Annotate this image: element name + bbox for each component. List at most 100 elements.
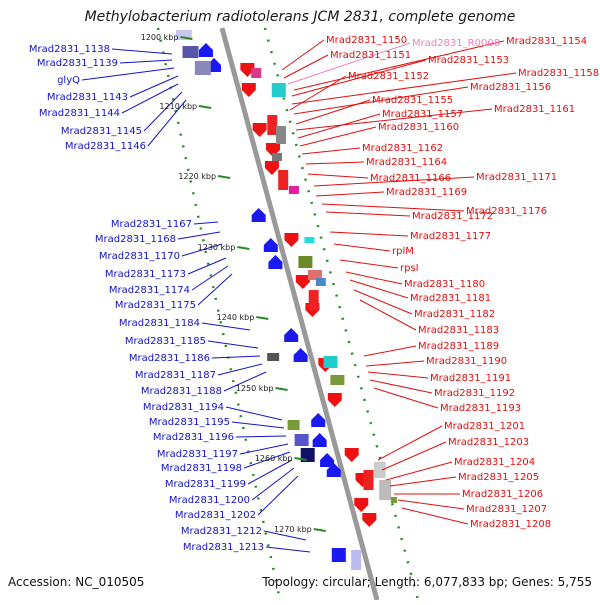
gene-label-mrad2831-1168[interactable]: Mrad2831_1168 [95, 234, 176, 245]
gene-label-mrad2831-1198[interactable]: Mrad2831_1198 [161, 463, 242, 474]
gene-label-mrad2831-1207[interactable]: Mrad2831_1207 [466, 504, 547, 515]
gene-label-mrad2831-1200[interactable]: Mrad2831_1200 [169, 495, 250, 506]
gene-label-mrad2831-1193[interactable]: Mrad2831_1193 [440, 403, 521, 414]
gene-label-mrad2831-1184[interactable]: Mrad2831_1184 [119, 318, 200, 329]
gene-label-mrad2831-1199[interactable]: Mrad2831_1199 [165, 479, 246, 490]
kbp-label: 1220 kbp [178, 172, 216, 181]
gene-label-mrad2831-1212[interactable]: Mrad2831_1212 [181, 526, 262, 537]
gene-label-mrad2831-1176[interactable]: Mrad2831_1176 [466, 206, 547, 217]
gene-label-mrad2831-1189[interactable]: Mrad2831_1189 [418, 341, 499, 352]
gene-label-mrad2831-1202[interactable]: Mrad2831_1202 [175, 510, 256, 521]
gene-label-mrad2831-1145[interactable]: Mrad2831_1145 [61, 126, 142, 137]
gene-label-rplm[interactable]: rplM [392, 246, 414, 257]
gene-label-mrad2831-1173[interactable]: Mrad2831_1173 [105, 269, 186, 280]
gene-label-mrad2831-1152[interactable]: Mrad2831_1152 [348, 71, 429, 82]
gene-label-glyq[interactable]: glyQ [57, 75, 80, 86]
gene-label-mrad2831-1169[interactable]: Mrad2831_1169 [386, 187, 467, 198]
gene-label-mrad2831-1157[interactable]: Mrad2831_1157 [382, 109, 463, 120]
gene-label-mrad2831-1160[interactable]: Mrad2831_1160 [378, 122, 459, 133]
gene-label-mrad2831-1205[interactable]: Mrad2831_1205 [458, 472, 539, 483]
gene-label-mrad2831-1204[interactable]: Mrad2831_1204 [454, 457, 535, 468]
feature-block [288, 186, 299, 194]
label-leader-line [191, 265, 229, 291]
label-leader-line [287, 42, 411, 85]
gene-label-mrad2831-1194[interactable]: Mrad2831_1194 [143, 402, 224, 413]
genome-backbone [219, 27, 380, 601]
gene-label-mrad2831-1151[interactable]: Mrad2831_1151 [330, 50, 411, 61]
gene-label-mrad2831-1166[interactable]: Mrad2831_1166 [370, 173, 451, 184]
gene-label-mrad2831-1150[interactable]: Mrad2831_1150 [326, 35, 407, 46]
gene-label-mrad2831-1171[interactable]: Mrad2831_1171 [476, 172, 557, 183]
gene-label-mrad2831-1167[interactable]: Mrad2831_1167 [111, 219, 192, 230]
gene-label-mrad2831-1183[interactable]: Mrad2831_1183 [418, 325, 499, 336]
label-leader-line [307, 173, 369, 179]
label-leader-line [193, 221, 219, 225]
page-title: Methylobacterium radiotolerans JCM 2831,… [84, 9, 516, 25]
gene-label-mrad2831-1154[interactable]: Mrad2831_1154 [506, 36, 587, 47]
gene-label-mrad2831-1172[interactable]: Mrad2831_1172 [412, 211, 493, 222]
gene-label-mrad2831-1138[interactable]: Mrad2831_1138 [29, 44, 110, 55]
gene-label-mrad2831-1188[interactable]: Mrad2831_1188 [141, 386, 222, 397]
feature-block [275, 126, 286, 144]
gene-label-mrad2831-1196[interactable]: Mrad2831_1196 [153, 432, 234, 443]
label-leader-line [349, 279, 409, 299]
gene-label-mrad2831-1164[interactable]: Mrad2831_1164 [366, 157, 447, 168]
label-leader-line [293, 40, 505, 91]
label-leader-line [359, 299, 417, 331]
gene-label-mrad2831-1143[interactable]: Mrad2831_1143 [47, 92, 128, 103]
gene-label-mrad2831-1175[interactable]: Mrad2831_1175 [115, 300, 196, 311]
gene-label-mrad2831-1206[interactable]: Mrad2831_1206 [462, 489, 543, 500]
gene-label-mrad2831-1161[interactable]: Mrad2831_1161 [494, 104, 575, 115]
gene-label-mrad2831-1182[interactable]: Mrad2831_1182 [414, 309, 495, 320]
gene-label-mrad2831-1155[interactable]: Mrad2831_1155 [372, 95, 453, 106]
label-leader-line [377, 425, 443, 461]
label-leader-line [247, 459, 293, 485]
label-leader-line [129, 75, 179, 98]
gene-label-mrad2831-r0008[interactable]: Mrad2831_R0008 [412, 38, 500, 49]
gene-label-mrad2831-1186[interactable]: Mrad2831_1186 [129, 353, 210, 364]
label-leader-line [239, 443, 289, 455]
gene-label-mrad2831-1191[interactable]: Mrad2831_1191 [430, 373, 511, 384]
gene-label-mrad2831-1197[interactable]: Mrad2831_1197 [157, 449, 238, 460]
gene-label-mrad2831-1144[interactable]: Mrad2831_1144 [39, 108, 120, 119]
gene-label-mrad2831-1146[interactable]: Mrad2831_1146 [65, 141, 146, 152]
feature-block [351, 550, 362, 570]
gene-label-mrad2831-1139[interactable]: Mrad2831_1139 [37, 58, 118, 69]
feature-block [315, 278, 326, 286]
gene-arrow [354, 498, 369, 512]
label-leader-line [385, 461, 453, 481]
gene-label-mrad2831-1174[interactable]: Mrad2831_1174 [109, 285, 190, 296]
gene-label-mrad2831-1177[interactable]: Mrad2831_1177 [410, 231, 491, 242]
feature-block [308, 290, 319, 310]
gene-label-mrad2831-1190[interactable]: Mrad2831_1190 [426, 356, 507, 367]
gene-label-mrad2831-1170[interactable]: Mrad2831_1170 [99, 251, 180, 262]
gene-label-mrad2831-1187[interactable]: Mrad2831_1187 [135, 370, 216, 381]
gene-label-mrad2831-1156[interactable]: Mrad2831_1156 [470, 82, 551, 93]
feature-block [251, 68, 262, 78]
gene-label-mrad2831-1213[interactable]: Mrad2831_1213 [183, 542, 264, 553]
gene-label-mrad2831-1195[interactable]: Mrad2831_1195 [149, 417, 230, 428]
gene-label-mrad2831-1185[interactable]: Mrad2831_1185 [125, 336, 206, 347]
gene-arrow [293, 348, 308, 362]
feature-block [267, 353, 280, 361]
gene-label-mrad2831-1181[interactable]: Mrad2831_1181 [410, 293, 491, 304]
gene-label-mrad2831-1158[interactable]: Mrad2831_1158 [518, 68, 599, 79]
gene-label-mrad2831-1208[interactable]: Mrad2831_1208 [470, 519, 551, 530]
gene-arrow [344, 448, 359, 462]
gene-label-mrad2831-1192[interactable]: Mrad2831_1192 [434, 388, 515, 399]
gene-label-rpsi[interactable]: rpsI [400, 263, 419, 274]
gene-label-mrad2831-1203[interactable]: Mrad2831_1203 [448, 437, 529, 448]
label-leader-line [369, 379, 433, 394]
gene-label-mrad2831-1162[interactable]: Mrad2831_1162 [362, 143, 443, 154]
label-leader-line [289, 75, 347, 111]
gene-label-mrad2831-1153[interactable]: Mrad2831_1153 [428, 55, 509, 66]
feature-block [307, 270, 322, 280]
label-leader-line [373, 387, 439, 409]
gene-label-mrad2831-1180[interactable]: Mrad2831_1180 [404, 279, 485, 290]
gene-label-mrad2831-1201[interactable]: Mrad2831_1201 [444, 421, 525, 432]
kbp-tick [237, 246, 250, 250]
label-leader-line [111, 48, 173, 55]
feature-block [390, 497, 397, 503]
gene-arrow [268, 255, 283, 269]
